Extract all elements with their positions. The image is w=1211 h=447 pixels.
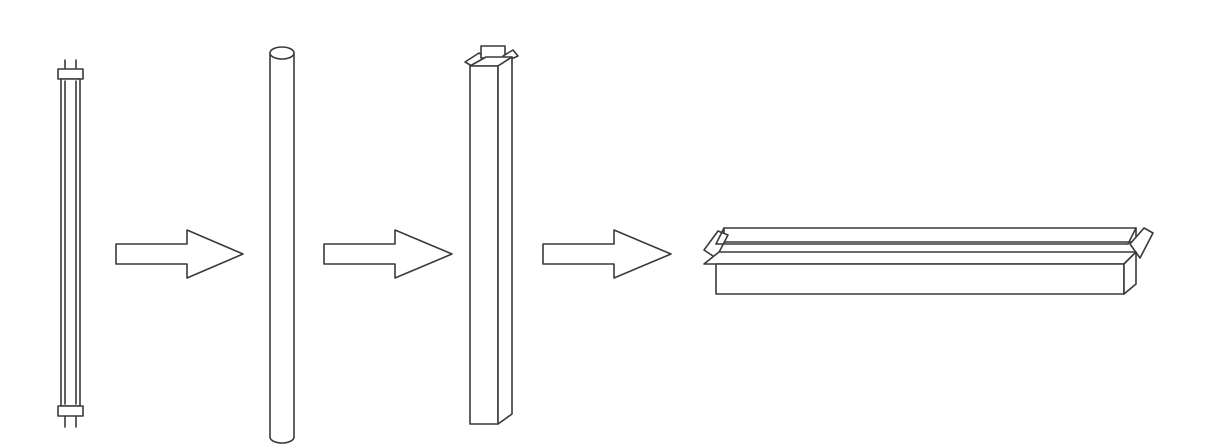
arrow-right-icon — [323, 229, 453, 279]
tube-sleeve-icon — [269, 46, 295, 444]
led-tube-icon — [57, 59, 84, 428]
single-box-icon — [464, 45, 519, 425]
arrow-right-icon — [542, 229, 672, 279]
master-carton-icon — [703, 227, 1154, 295]
arrow-right-icon — [115, 229, 244, 279]
